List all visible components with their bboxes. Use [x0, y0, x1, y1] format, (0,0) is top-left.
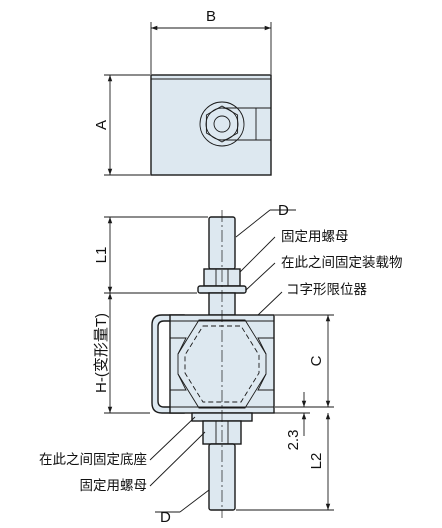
top-view-bolt [213, 115, 231, 133]
top-view [150, 74, 272, 176]
top-view-block [150, 74, 272, 176]
callout-fix-nut-bottom: 固定用螺母 [80, 431, 206, 494]
dimension-H: H-(变形量T) [93, 293, 150, 414]
dimension-A: A [93, 74, 150, 176]
callout-fix-base-label: 在此之间固定底座 [39, 452, 147, 468]
callout-D-bottom: D [155, 489, 210, 526]
callout-D-top: D [235, 202, 296, 238]
dimension-2-3: 2.3 [253, 392, 310, 450]
dimension-A-label: A [93, 120, 110, 130]
dimension-H-label: H-(变形量T) [93, 313, 110, 393]
rubber-core [177, 319, 267, 409]
front-view [151, 210, 275, 518]
top-view-hex-nut [205, 105, 239, 143]
dimension-C: C [275, 314, 334, 408]
callout-fix-base: 在此之间固定底座 [39, 416, 196, 468]
callout-fix-carrier-label: 在此之间固定装载物 [281, 255, 403, 271]
dimension-L2-label: L2 [308, 453, 325, 470]
rubber-upper-chevrons [170, 337, 274, 355]
callout-fix-nut-top: 固定用螺母 [239, 229, 349, 273]
callout-D-top-label: D [278, 202, 289, 219]
callout-stopper-label: コ字形限位器 [286, 282, 367, 298]
callout-fix-carrier: 在此之间固定装载物 [245, 255, 403, 291]
callout-D-bottom-label: D [160, 509, 171, 526]
dimension-C-label: C [308, 355, 325, 366]
top-view-washer [199, 101, 245, 147]
dimension-B: B [150, 8, 272, 74]
dimension-2-3-label: 2.3 [285, 430, 302, 451]
dimension-B-label: B [206, 8, 216, 25]
dimension-L1-label: L1 [93, 247, 110, 264]
dimension-L2: L2 [236, 413, 334, 511]
dimension-L1: L1 [93, 216, 208, 294]
top-view-slot [222, 107, 271, 141]
callout-fix-nut-top-label: 固定用螺母 [281, 229, 349, 245]
callout-stopper: コ字形限位器 [257, 282, 367, 316]
rubber-lower-chevrons [170, 373, 274, 391]
callout-fix-nut-bottom-label: 固定用螺母 [80, 478, 148, 494]
